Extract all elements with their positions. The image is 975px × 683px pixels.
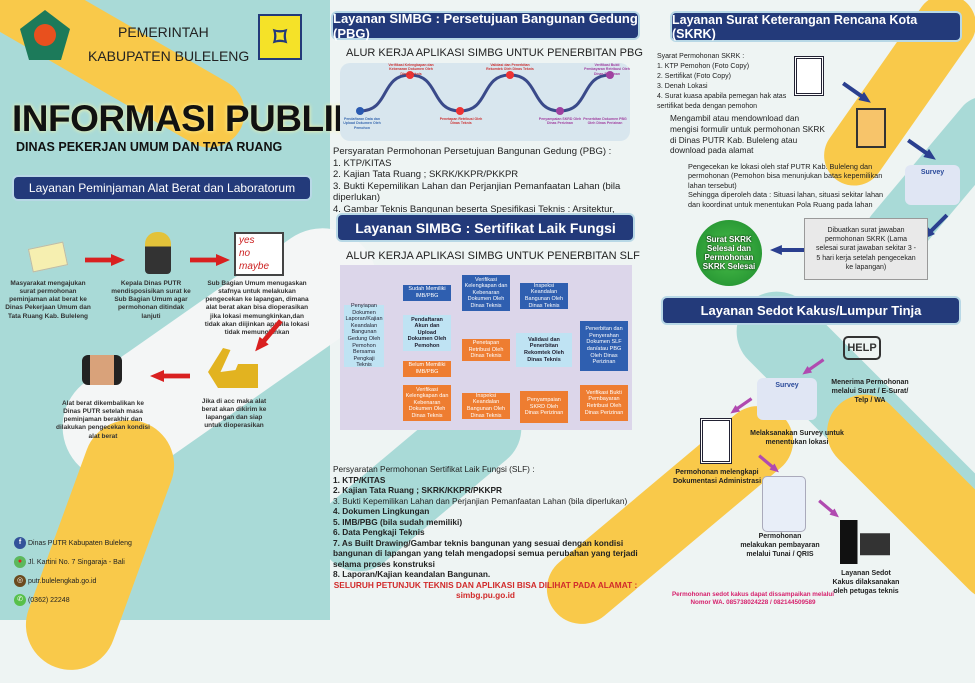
page-subtitle: DINAS PEKERJAN UMUM DAN TATA RUANG	[16, 140, 283, 154]
contact-website[interactable]: ◎ putr.bulelengkab.go.id	[14, 572, 132, 591]
slf-note: SELURUH PETUNJUK TEKNIS DAN APLIKASI BIS…	[333, 579, 638, 590]
sedot-note: Permohonan sedot kakus dapat dissampaika…	[671, 591, 835, 606]
checklist-board: yes no maybe	[234, 232, 284, 276]
contact-list: f Dinas PUTR Kabupaten Buleleng ● Jl. Ka…	[14, 534, 132, 610]
step-2-caption: Kepala Dinas PUTR mendisposisikan surat …	[111, 280, 191, 320]
contact-facebook[interactable]: f Dinas PUTR Kabupaten Buleleng	[14, 534, 132, 553]
contact-phone[interactable]: ✆ (0362) 22248	[14, 591, 132, 610]
phone-icon: ✆	[14, 594, 26, 607]
sedot-step-3: Permohonan melengkapi Dokumentasi Admini…	[672, 469, 762, 485]
pu-logo: ⌑	[258, 14, 302, 60]
step-1-caption: Masyarakat mengajukan surat permohonan p…	[5, 280, 91, 320]
survey-illustration: Survey	[905, 165, 960, 205]
folder-icon	[856, 108, 886, 148]
step-3-caption: Sub Bagian Umum menugaskan stafnya untuk…	[204, 280, 310, 336]
slf-req: 5. IMB/PBG (bila sudah memiliki)	[333, 516, 463, 527]
help-bubble-icon: HELP	[843, 336, 881, 360]
slf-requirements: Persyaratan Permohonan Sertifikat Laik F…	[333, 464, 638, 600]
alat-berat-banner: Layanan Peminjaman Alat Berat dan Labora…	[14, 177, 310, 199]
fc-bukti: Verifikasi Bukti Pembayaran Retribusi Ol…	[580, 385, 628, 421]
step-4-caption: Jika di acc maka alat berat akan dikirim…	[201, 398, 267, 430]
pbg-req: 3. Bukti Kepemilikan Lahan dan Perjanjia…	[333, 180, 621, 204]
fc-inspeksi2: Inspeksi Keandalan Bangunan Oleh Dinas T…	[462, 393, 510, 419]
slf-flow-title: ALUR KERJA APLIKASI SIMBG UNTUK PENERBIT…	[346, 250, 640, 262]
letter-box: Dibuatkan surat jawaban permohonan SKRK …	[804, 218, 928, 280]
fc-validasi: Validasi dan Penerbitan Rekomtek Oleh Di…	[516, 333, 572, 367]
skrk-step-check: Pengecekan ke lokasi oleh staf PUTR Kab.…	[688, 162, 884, 209]
slf-req: 8. Laporan/Kajian keandalan Bangunan.	[333, 569, 491, 579]
wave-label: Verifikasi Bukti Pembayaran Retribusi Ol…	[584, 63, 630, 76]
fc-terbit: Penerbitan dan Penyerahan Dokumen SLF da…	[580, 321, 628, 371]
wave-path	[356, 71, 614, 115]
skrk-step-form: Mengambil atau mendownload dan mengisi f…	[670, 113, 825, 156]
page-title: INFORMASI PUBLIK	[12, 98, 360, 139]
globe-icon: ◎	[14, 575, 26, 588]
document-pen-icon	[794, 56, 824, 96]
slf-req: 4. Dokumen Lingkungan	[333, 506, 430, 516]
slf-url[interactable]: simbg.pu.go.id	[456, 590, 515, 600]
wave-label: Penyampaian SKRD Oleh Dinas Perizinan	[538, 117, 582, 126]
map-pin-icon: ●	[14, 556, 26, 569]
wave-label: Pendaftaran Data dan Upload Dokumen Oleh…	[343, 117, 381, 130]
sedot-banner: Layanan Sedot Kakus/Lumpur Tinja	[663, 298, 959, 323]
gov-line2: KABUPATEN BULELENG	[88, 48, 250, 64]
fc-sudah: Sudah Memiliki IMB/PBG	[403, 285, 451, 301]
contact-address: ● Jl. Kartini No. 7 Singaraja - Bali	[14, 553, 132, 572]
wave-label: Penetapan Retribusi Oleh Dinas Teknis	[439, 117, 483, 126]
arrow-icon	[816, 498, 841, 521]
pbg-req: 1. KTP/KITAS	[333, 157, 392, 169]
fc-verif2: Verifikasi Kelengkapan dan Kebenaran Dok…	[403, 385, 451, 421]
sedot-step-5: Layanan Sedot Kakus dilaksanakan oleh pe…	[832, 570, 900, 595]
wave-label: Verifikasi Kelengkapan dan Kebenaran Dok…	[388, 63, 434, 76]
arrow-left-icon	[770, 245, 804, 255]
slf-banner: Layanan SIMBG : Sertifikat Laik Fungsi	[338, 215, 633, 240]
slf-req: 2. Kajian Tata Ruang ; SKRK/KKPR/PKKPR	[333, 485, 503, 495]
slf-req: 3. Bukti Kepemilikan Lahan dan Perjanjia…	[333, 495, 628, 506]
slf-req: 6. Data Pengkaji Teknis	[333, 527, 425, 537]
step-5-caption: Alat berat dikembalikan ke Dinas PUTR se…	[56, 400, 150, 440]
fc-daftar: Pendaftaran Akun dan Upload Dokumen Oleh…	[403, 315, 451, 351]
check-no: no	[239, 248, 251, 259]
sedot-step-1: Menerima Permohonan melalui Surat / E-Su…	[831, 379, 909, 404]
officer-icon	[145, 232, 171, 274]
slf-req: 1. KTP/KITAS	[333, 474, 386, 485]
qris-payment-icon	[762, 476, 806, 532]
sedot-step-2: Melaksanakan Survey untuk menentukan lok…	[750, 430, 844, 446]
document-pen-icon	[700, 418, 732, 464]
gov-line1: PEMERINTAH	[118, 24, 209, 40]
fc-retribusi: Penetapan Retribusi Oleh Dinas Teknis	[462, 339, 510, 361]
skrk-requirements: Syarat Permohonan SKRK : 1. KTP Pemohon …	[657, 53, 787, 110]
truck-worker-icon	[840, 520, 890, 564]
fc-skrd: Penyampaian SKRD Oleh Dinas Perizinan	[520, 391, 568, 423]
pbg-flow-title: ALUR KERJA APLIKASI SIMBG UNTUK PENERBIT…	[346, 47, 643, 59]
slf-req: 7. As Built Drawing/Gambar teknis bangun…	[333, 537, 638, 569]
pbg-banner: Layanan SIMBG : Persetujuan Bangunan Ged…	[333, 10, 638, 41]
slf-flowchart: Penyiapan Dokumen Laporan/Kajian Keandal…	[340, 265, 632, 430]
skrk-done-badge: Surat SKRK Selesai dan Permohonan SKRK S…	[696, 220, 762, 286]
wave-label: Penerbitan Dokumen PBG Oleh Dinas Perizi…	[583, 117, 627, 126]
fc-verif1: Verifikasi Kelengkapan dan Kebenaran Dok…	[462, 275, 510, 311]
wave-label: Validasi dan Penerbitan Rekomtek Oleh Di…	[486, 63, 534, 72]
pbg-req: 2. Kajian Tata Ruang ; SKRK/KKPR/PKKPR	[333, 169, 519, 180]
check-maybe: maybe	[239, 261, 270, 272]
check-yes: yes	[239, 235, 255, 246]
fc-inspeksi1: Inspeksi Keandalan Bangunan Oleh Dinas T…	[520, 283, 568, 309]
pbg-requirements: Persyaratan Permohonan Persetujuan Bangu…	[333, 146, 638, 216]
pbg-wave-diagram: Pendaftaran Data dan Upload Dokumen Oleh…	[340, 63, 630, 141]
handshake-icon	[82, 355, 122, 385]
skrk-banner: Layanan Surat Keterangan Rencana Kota (S…	[672, 13, 960, 41]
survey-illustration: Survey	[757, 378, 817, 420]
fc-prep: Penyiapan Dokumen Laporan/Kajian Keandal…	[344, 303, 384, 369]
facebook-icon: f	[14, 537, 26, 550]
fc-belum: Belum Memiliki IMB/PBG	[403, 361, 451, 377]
sedot-step-4: Permohonan melakukan pembayaran melalui …	[740, 533, 820, 558]
